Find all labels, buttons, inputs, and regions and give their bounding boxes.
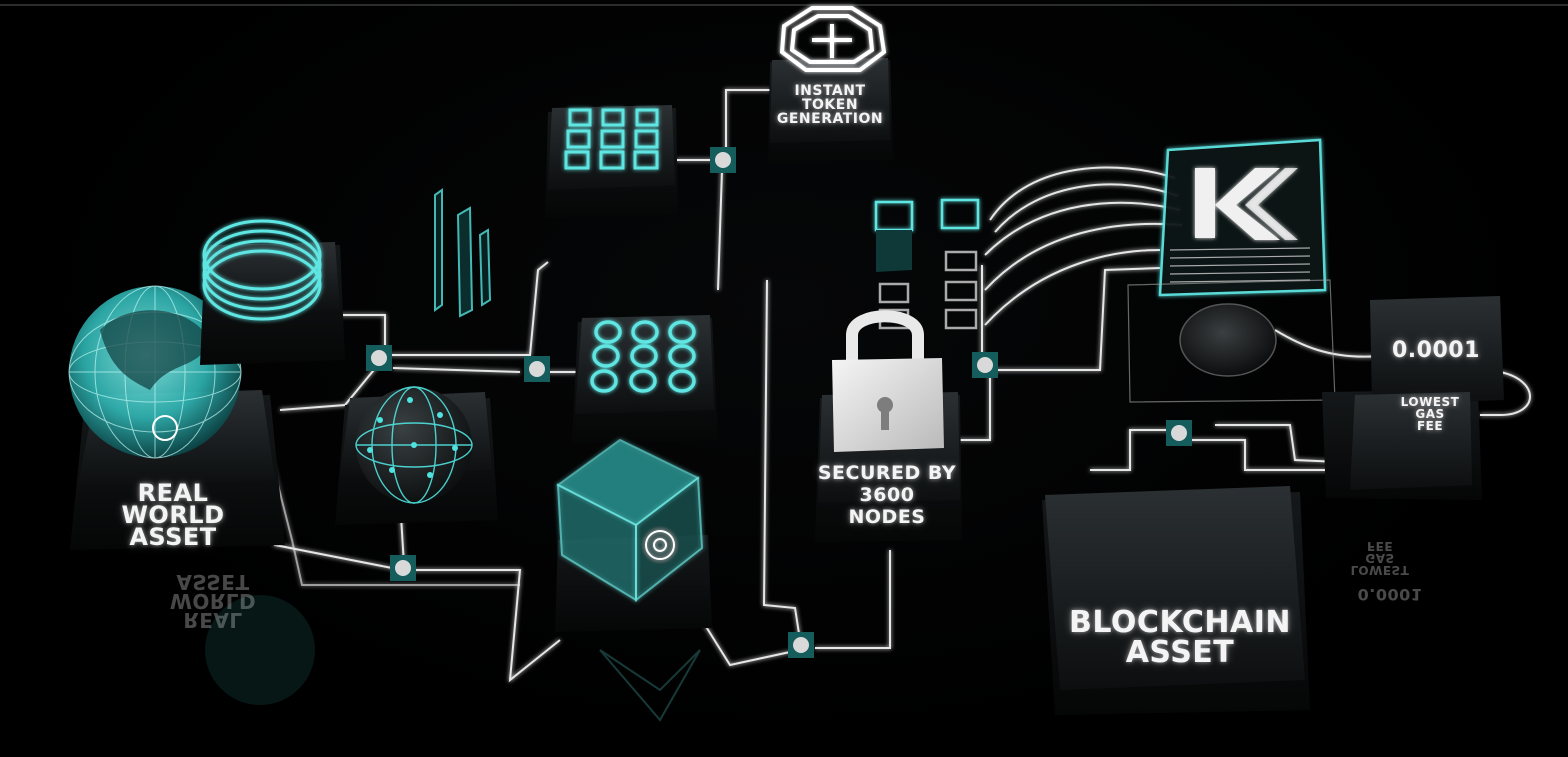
storage-boxes bbox=[874, 198, 980, 330]
padlock-icon bbox=[832, 310, 944, 452]
gas-fee-block bbox=[1322, 296, 1504, 500]
top-divider bbox=[0, 4, 1568, 6]
kk-logo-block bbox=[1127, 138, 1336, 403]
coin-icon bbox=[1179, 303, 1277, 377]
connector-node bbox=[972, 352, 998, 378]
connector-node bbox=[710, 147, 736, 173]
network-sphere-icon bbox=[355, 386, 473, 504]
lowest-gas-fee-reflection: LOWEST GAS FEE bbox=[1350, 539, 1410, 577]
real-world-asset-reflection: REAL WORLD ASSET bbox=[169, 570, 257, 632]
plus-octagon-icon bbox=[779, 6, 887, 72]
circle-grid-block bbox=[572, 315, 718, 443]
connector-node bbox=[390, 555, 416, 581]
connector-nodes bbox=[366, 147, 1192, 658]
circle-grid-icon bbox=[590, 320, 696, 393]
blockchain-asset-block bbox=[1042, 486, 1310, 715]
secured-block bbox=[815, 310, 962, 542]
kk-logo-icon bbox=[1195, 168, 1298, 240]
glass-cube-icon bbox=[556, 438, 704, 603]
network-sphere-block bbox=[335, 386, 498, 525]
real-world-asset-label: REAL WORLD ASSET bbox=[121, 479, 225, 551]
connector-node bbox=[366, 345, 392, 371]
gas-value-label: 0.0001 bbox=[1392, 338, 1480, 363]
instant-token-generation-block bbox=[768, 6, 893, 163]
glass-cube-block bbox=[555, 438, 712, 632]
stacked-rings-block bbox=[200, 219, 345, 365]
blockchain-asset-label: BLOCKCHAIN ASSET bbox=[1069, 605, 1291, 670]
connector-node bbox=[1166, 420, 1192, 446]
instant-token-generation-label: INSTANT TOKEN GENERATION bbox=[776, 83, 884, 127]
square-grid-icon bbox=[564, 108, 659, 170]
globe-icon bbox=[68, 285, 242, 459]
lowest-gas-fee-label: LOWEST GAS FEE bbox=[1400, 395, 1460, 433]
connector-node bbox=[788, 632, 814, 658]
square-grid-block bbox=[545, 105, 678, 218]
secured-by-label: SECURED BY 3600 NODES bbox=[817, 462, 957, 528]
floor-reflections bbox=[205, 595, 701, 722]
connector-node bbox=[524, 356, 550, 382]
gas-value-reflection: 0.0001 bbox=[1357, 585, 1423, 604]
stacked-rings-icon bbox=[202, 219, 322, 321]
glass-panels-icon bbox=[434, 188, 492, 318]
